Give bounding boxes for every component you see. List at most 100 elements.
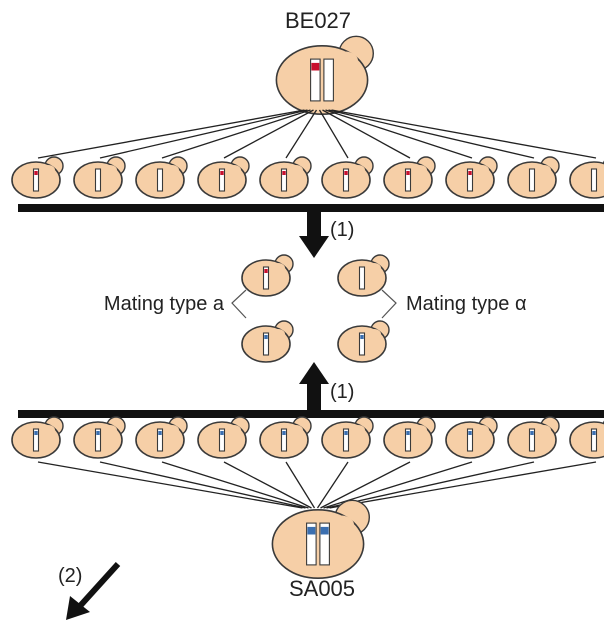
- top-row-cell: [383, 156, 436, 199]
- bottom-strain-label: SA005: [289, 576, 355, 601]
- fan-line: [99, 109, 308, 159]
- mating-brackets: [231, 289, 397, 319]
- fan-line: [331, 109, 597, 159]
- bottom-row-cell: [321, 416, 374, 459]
- up-arrow: [299, 362, 329, 410]
- chromosome-marker: [307, 526, 316, 535]
- chromosome-tube: [528, 168, 536, 192]
- diagonal-arrow: [66, 561, 121, 620]
- chromosome-tube: [280, 168, 288, 192]
- fan-line: [37, 461, 303, 509]
- chromosome-tube: [319, 522, 330, 566]
- down-arrow: [299, 212, 329, 258]
- step1-label-top: (1): [330, 219, 354, 241]
- chromosome-tube: [466, 428, 474, 452]
- chromosome-marker: [406, 431, 410, 435]
- mating-type-alpha-label: Mating type α: [406, 293, 527, 315]
- fan-line: [326, 461, 535, 509]
- chromosome-marker: [34, 431, 38, 435]
- chromosome-tube: [156, 168, 164, 192]
- chromosome-tube: [218, 168, 226, 192]
- chromosome-tube: [262, 266, 270, 290]
- chromosome-marker: [282, 171, 286, 175]
- top-fan-lines: [37, 109, 597, 159]
- chromosome-marker: [406, 171, 410, 175]
- bottom-fan-lines: [37, 461, 597, 509]
- bottom-divider-bar: [18, 410, 604, 418]
- chromosome-tube: [218, 428, 226, 452]
- chromosome-tube: [262, 332, 270, 356]
- mating-cell-a: [241, 320, 294, 363]
- parent-cell-sa005: [271, 499, 371, 579]
- chromosome-tube: [404, 428, 412, 452]
- chromosome-marker: [344, 431, 348, 435]
- fan-line: [322, 109, 411, 159]
- chromosome-tube: [404, 168, 412, 192]
- chromosome-tube: [32, 428, 40, 452]
- chromosome-marker: [468, 431, 472, 435]
- top-cell-row: [11, 156, 604, 199]
- chromosome-tube: [342, 428, 350, 452]
- top-row-cell: [135, 156, 188, 199]
- chromosome-tube: [528, 428, 536, 452]
- chromosome-tube: [590, 168, 598, 192]
- chromosome-tube: [358, 332, 366, 356]
- fan-line: [318, 109, 349, 159]
- top-row-cell: [321, 156, 374, 199]
- chromosome-marker: [264, 335, 268, 339]
- fan-line: [99, 461, 306, 509]
- fan-line: [37, 109, 305, 159]
- chromosome-tube: [323, 58, 334, 102]
- fan-line: [161, 109, 311, 159]
- bottom-row-cell: [197, 416, 250, 459]
- chromosome-marker: [282, 431, 286, 435]
- top-row-cell: [569, 160, 604, 199]
- chromosome-tube: [310, 58, 321, 102]
- fan-line: [320, 461, 411, 509]
- top-row-cell: [11, 156, 64, 199]
- mating-type-a-label: Mating type a: [104, 293, 225, 315]
- chromosome-tube: [342, 168, 350, 192]
- step2-label: (2): [58, 565, 82, 587]
- bottom-cell-row: [11, 416, 604, 459]
- chromosome-tube: [32, 168, 40, 192]
- chromosome-marker: [344, 171, 348, 175]
- top-strain-label: BE027: [285, 8, 351, 33]
- bottom-row-cell: [11, 416, 64, 459]
- step1-label-bottom: (1): [330, 381, 354, 403]
- fan-line: [329, 461, 597, 509]
- bottom-row-cell: [569, 420, 604, 459]
- mating-cell-alpha: [337, 320, 390, 363]
- bottom-row-cell: [383, 416, 436, 459]
- top-row-cell: [259, 156, 312, 199]
- fan-line: [223, 109, 314, 159]
- bottom-parent-cell: [271, 499, 371, 579]
- top-parent-cell: [275, 35, 375, 116]
- fan-line: [285, 461, 316, 509]
- bottom-row-cell: [73, 416, 126, 459]
- top-divider-bar: [18, 204, 604, 212]
- chromosome-tube: [358, 266, 366, 290]
- chromosome-marker: [360, 335, 364, 339]
- fan-line: [328, 109, 535, 159]
- chromosome-tube: [280, 428, 288, 452]
- chromosome-marker: [264, 269, 268, 273]
- chromosome-marker: [158, 431, 162, 435]
- chromosome-tube: [466, 168, 474, 192]
- chromosome-tube: [94, 428, 102, 452]
- chromosome-marker: [34, 171, 38, 175]
- middle-cells: [241, 254, 390, 363]
- top-row-cell: [445, 156, 498, 199]
- chromosome-tube: [306, 522, 317, 566]
- bottom-row-cell: [507, 416, 560, 459]
- bottom-row-cell: [445, 416, 498, 459]
- top-row-cell: [73, 156, 126, 199]
- chromosome-marker: [468, 171, 472, 175]
- chromosome-tube: [590, 428, 598, 452]
- chromosome-tube: [156, 428, 164, 452]
- mating-cell-a: [241, 254, 294, 297]
- chromosome-marker: [592, 431, 596, 435]
- fan-line: [316, 461, 349, 509]
